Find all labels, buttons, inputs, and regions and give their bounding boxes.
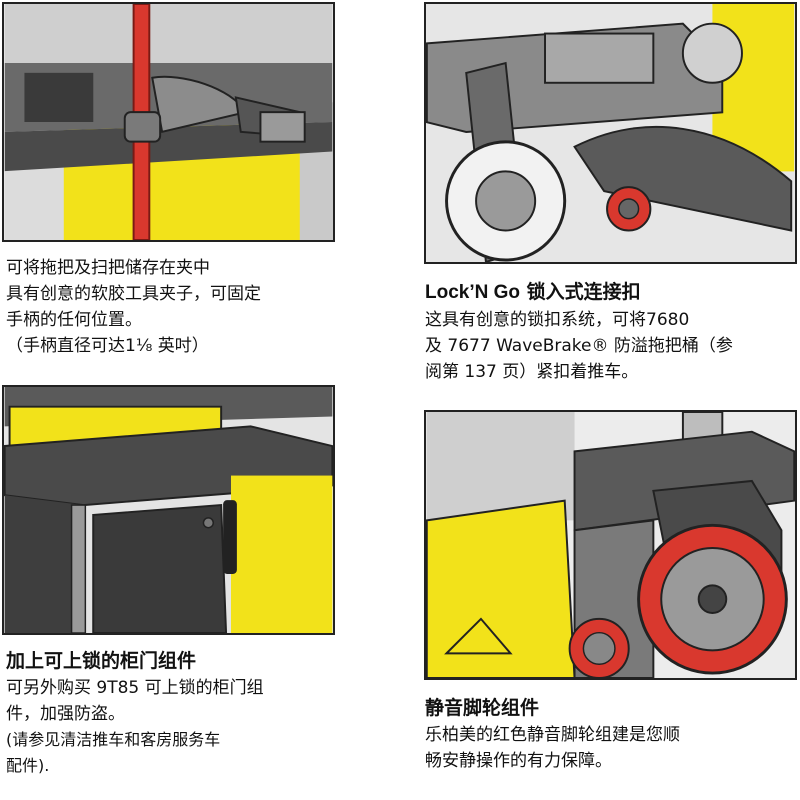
cabinet-door-illustration [2,385,335,635]
caption-line: 具有创意的软胶工具夹子，可固定 [6,284,261,304]
caption-line: 及 7677 WaveBrake® 防溢拖把桶（参 [425,336,733,356]
cabinet-door-caption: 加上可上锁的柜门组件 可另外购买 9T85 可上锁的柜门组 件，加强防盗。 (请… [6,647,336,779]
silent-caster-illustration [424,410,797,680]
silent-caster-caption: 静音脚轮组件 乐柏美的红色静音脚轮组建是您顺 畅安静操作的有力保障。 [425,694,797,774]
caption-line: 这具有创意的锁扣系统，可将7680 [425,310,690,330]
silent-caster-drawing [426,412,795,678]
caption-line: 乐柏美的红色静音脚轮组建是您顺 [425,725,680,745]
title-rest: 锁入式连接扣 [520,281,641,303]
lock-n-go-illustration [424,2,797,264]
tool-clip-drawing [4,4,333,240]
caption-line: （手柄直径可达1⅛ 英吋） [6,336,209,356]
cabinet-door-drawing [4,387,333,633]
caption-line: 可将拖把及扫把储存在夹中 [6,258,210,278]
caption-line: 畅安静操作的有力保障。 [425,751,612,771]
caption-line: 件，加强防盗。 [6,704,125,724]
caption-line: 阅第 137 页）紧扣着推车。 [425,362,639,382]
lock-n-go-caption: Lock’N Go 锁入式连接扣 这具有创意的锁扣系统，可将7680 及 767… [425,278,797,385]
cabinet-door-title: 加上可上锁的柜门组件 [6,650,197,672]
caption-line: 手柄的任何位置。 [6,310,142,330]
caption-line: (请参见清洁推车和客房服务车 [6,730,221,749]
tool-clip-illustration [2,2,335,242]
tool-clip-caption: 可将拖把及扫把储存在夹中 具有创意的软胶工具夹子，可固定 手柄的任何位置。 （手… [6,255,336,359]
silent-caster-title: 静音脚轮组件 [425,697,540,719]
caption-line: 配件). [6,756,50,775]
lock-n-go-drawing [426,4,795,262]
caption-line: 可另外购买 9T85 可上锁的柜门组 [6,678,264,698]
brand-name: Lock’N Go [425,282,521,303]
lock-n-go-title: Lock’N Go 锁入式连接扣 [425,278,797,307]
